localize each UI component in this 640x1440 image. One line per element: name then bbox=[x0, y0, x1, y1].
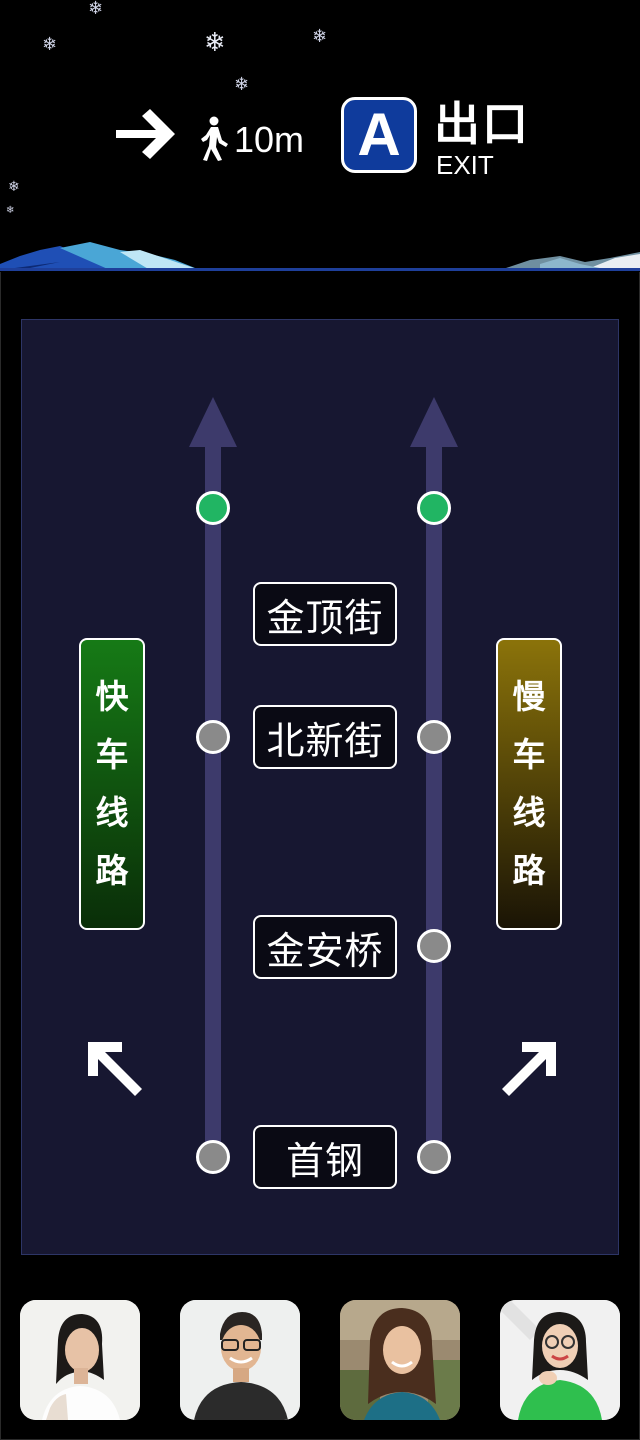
fast-line-char: 线 bbox=[95, 793, 129, 832]
slow-line-char: 慢 bbox=[512, 677, 546, 716]
station-label-jindingjie[interactable]: 金顶街 bbox=[253, 582, 397, 646]
exit-sign-header: ❄ ❄ ❄ ❄ ❄ ❄ ❄ 10m A 出口 EXIT bbox=[0, 0, 640, 272]
station-dot-right bbox=[417, 1140, 451, 1174]
snowflake-icon: ❄ bbox=[204, 28, 226, 58]
station-dot-left bbox=[196, 720, 230, 754]
snowflake-icon: ❄ bbox=[8, 179, 20, 195]
avatar[interactable] bbox=[180, 1300, 300, 1420]
people-avatar-row bbox=[0, 1300, 640, 1420]
station-label-shougang[interactable]: 首钢 bbox=[253, 1125, 397, 1189]
slow-line-card[interactable]: 慢 车 线 路 bbox=[496, 638, 562, 930]
slow-line-char: 线 bbox=[512, 793, 546, 832]
arrow-right-icon bbox=[116, 109, 175, 159]
person-photo bbox=[500, 1300, 620, 1420]
exit-letter: A bbox=[357, 101, 401, 168]
avatar[interactable] bbox=[500, 1300, 620, 1420]
mountain-decoration bbox=[0, 242, 640, 270]
avatar[interactable] bbox=[20, 1300, 140, 1420]
right-track bbox=[426, 444, 442, 1160]
pedestrian-icon bbox=[201, 116, 228, 161]
route-map-panel: 金顶街 北新街 金安桥 首钢 快 车 线 路 慢 车 线 路 bbox=[21, 319, 619, 1255]
exit-letter-badge: A bbox=[341, 97, 417, 173]
person-photo bbox=[340, 1300, 460, 1420]
station-label-beixinjie[interactable]: 北新街 bbox=[253, 705, 397, 769]
exit-label-zh: 出口 bbox=[434, 97, 530, 151]
station-dot-right bbox=[417, 720, 451, 754]
arrow-up-left-icon bbox=[88, 1042, 142, 1096]
station-dot-right bbox=[417, 491, 451, 525]
slow-line-char: 路 bbox=[512, 851, 546, 890]
snowflake-icon: ❄ bbox=[42, 34, 58, 55]
header-divider bbox=[0, 268, 640, 271]
exit-label-en: EXIT bbox=[436, 150, 494, 180]
left-track-arrowhead bbox=[189, 397, 237, 447]
arrow-up-right-icon bbox=[502, 1042, 556, 1096]
fast-line-card[interactable]: 快 车 线 路 bbox=[79, 638, 145, 930]
right-track-arrowhead bbox=[410, 397, 458, 447]
avatar[interactable] bbox=[340, 1300, 460, 1420]
person-photo bbox=[20, 1300, 140, 1420]
distance-text: 10m bbox=[234, 119, 305, 160]
snowflake-icon: ❄ bbox=[6, 205, 15, 216]
station-label-jinanqiao[interactable]: 金安桥 bbox=[253, 915, 397, 979]
station-dot-right bbox=[417, 929, 451, 963]
fast-line-char: 路 bbox=[95, 851, 129, 890]
station-dot-left bbox=[196, 1140, 230, 1174]
fast-line-char: 快 bbox=[95, 677, 129, 716]
snowflake-icon: ❄ bbox=[312, 26, 328, 47]
slow-line-char: 车 bbox=[512, 735, 546, 774]
left-track bbox=[205, 444, 221, 1160]
station-dot-left bbox=[196, 491, 230, 525]
fast-line-char: 车 bbox=[95, 735, 129, 774]
person-photo bbox=[180, 1300, 300, 1420]
snowflake-icon: ❄ bbox=[234, 74, 250, 95]
snowflake-icon: ❄ bbox=[88, 0, 104, 19]
